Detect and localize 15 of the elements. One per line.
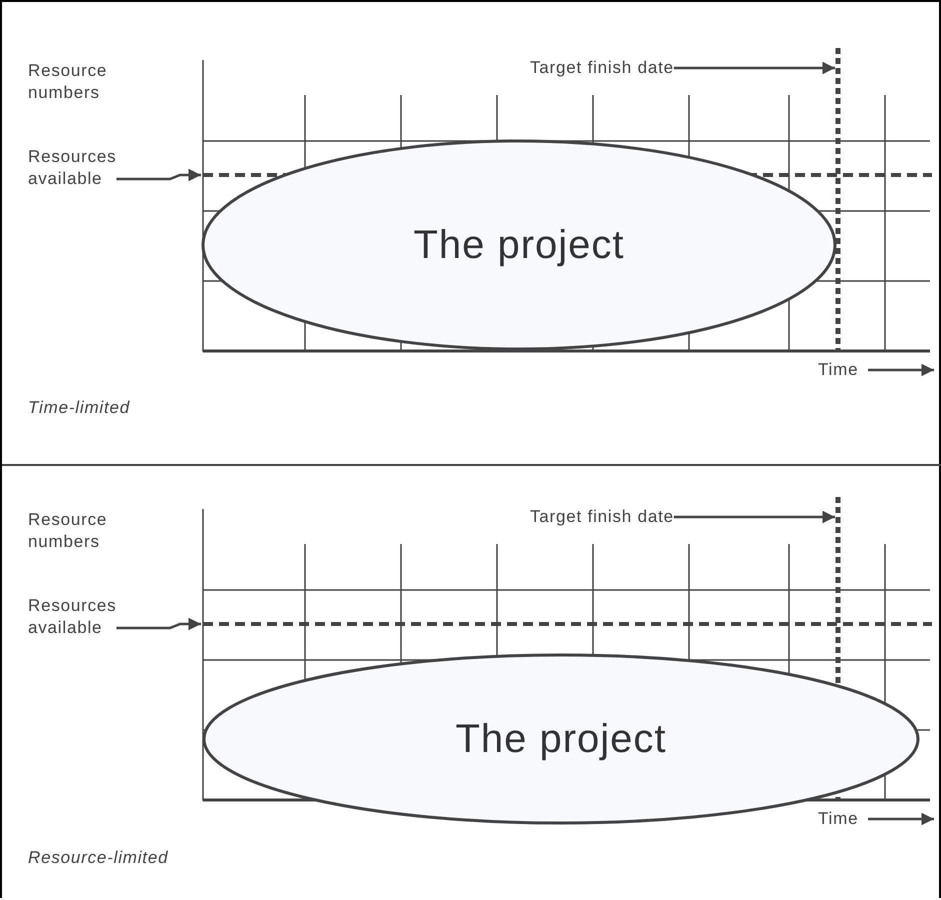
panel-caption: Time-limited bbox=[28, 397, 130, 419]
axis-label: Time bbox=[818, 359, 858, 381]
leader-text: Target finish date bbox=[530, 506, 674, 528]
leader-arrow bbox=[116, 618, 201, 630]
leader-arrow bbox=[674, 62, 835, 74]
leader-text: Target finish date bbox=[530, 57, 674, 79]
leader-arrow bbox=[674, 510, 835, 524]
leader-arrow bbox=[116, 168, 201, 182]
panel-caption: Resource-limited bbox=[28, 847, 168, 869]
axis-title: Resource numbers bbox=[28, 509, 108, 553]
project-ellipse: The project bbox=[201, 139, 837, 351]
leader-text: Resources available bbox=[28, 146, 116, 190]
axis-title: Resource numbers bbox=[28, 60, 108, 104]
leader-text: Resources available bbox=[28, 595, 116, 639]
axis-label: Time bbox=[818, 808, 858, 830]
